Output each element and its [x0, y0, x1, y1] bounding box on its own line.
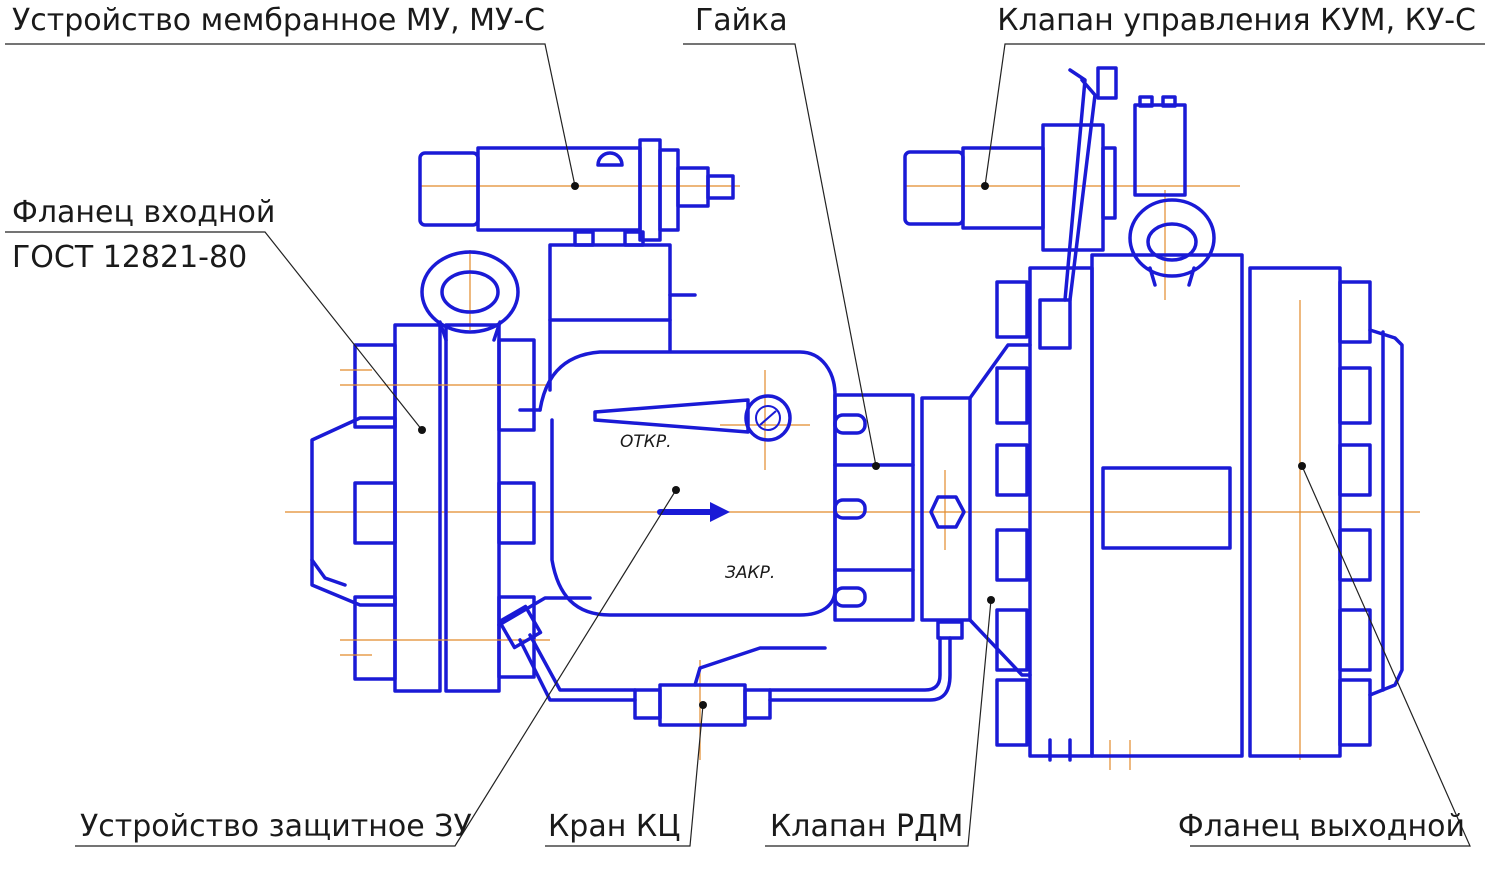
inlet-flange [310, 323, 550, 693]
control-valve [903, 66, 1187, 350]
closed-marking: ЗАКР. [725, 563, 775, 583]
eye-bolt-left [420, 250, 520, 342]
label-protective-device: Устройство защитное ЗУ [80, 809, 472, 844]
ball-valve-tube [497, 604, 952, 727]
label-membrane-device: Устройство мембранное МУ, МУ-С [12, 3, 545, 38]
valve-body [497, 350, 837, 627]
coupling [920, 343, 1032, 677]
label-rdm-valve: Клапан РДМ [770, 809, 963, 844]
label-nut: Гайка [695, 3, 788, 38]
outlet-bolts-left [995, 280, 1029, 747]
eye-bolt-right [1128, 198, 1216, 287]
nut [833, 393, 915, 622]
leader-lines [5, 43, 1485, 847]
label-outlet-flange: Фланец выходной [1178, 809, 1465, 844]
open-marking: ОТКР. [620, 432, 672, 452]
label-inlet-flange-standard: ГОСТ 12821-80 [12, 240, 247, 275]
membrane-device [418, 138, 735, 392]
label-control-valve: Клапан управления КУМ, КУ-С [997, 3, 1476, 38]
leader-dots [418, 182, 1306, 709]
label-inlet-flange: Фланец входной [12, 195, 275, 230]
label-ball-valve: Кран КЦ [548, 809, 680, 844]
outlet-body [1028, 253, 1404, 762]
